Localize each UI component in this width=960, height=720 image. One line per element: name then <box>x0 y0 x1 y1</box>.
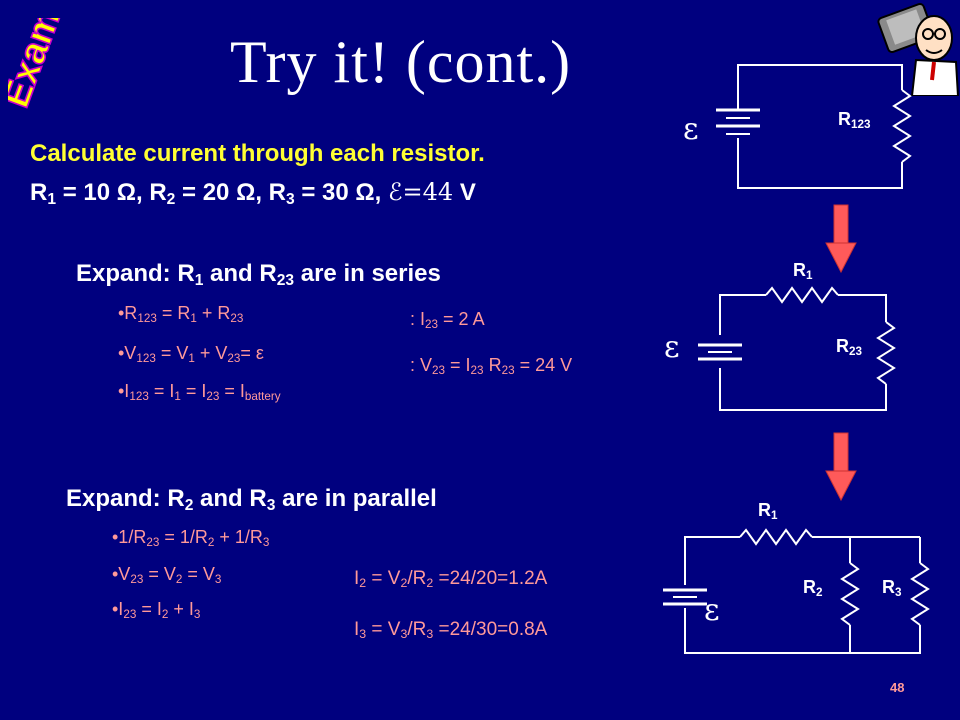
current-i3: I3 = V3/R3 =24/30=0.8A <box>354 619 548 642</box>
series-result-current: : I23 = 2 A <box>410 309 485 331</box>
resistor-label-r23: R23 <box>836 336 863 358</box>
instruction-text: Calculate current through each resistor. <box>30 140 485 167</box>
resistor-label-r3: R3 <box>882 577 902 599</box>
series-heading: Expand: R1 and R23 are in series <box>76 260 441 289</box>
circuit-2 <box>698 286 896 411</box>
given-values: R1 = 10 Ω, R2 = 20 Ω, R3 = 30 Ω, ℰ=44 V <box>30 178 476 208</box>
resistor-label-r123: R123 <box>838 109 871 131</box>
down-arrow <box>825 432 857 502</box>
down-arrow <box>825 204 857 274</box>
series-bullet: •R123 = R1 + R23 <box>118 303 244 325</box>
resistor-label-r2: R2 <box>803 577 823 599</box>
series-result-voltage: : V23 = I23 R23 = 24 V <box>410 355 573 377</box>
emf-symbol: ε <box>704 593 720 628</box>
series-bullet: •V123 = V1 + V23= ε <box>118 343 264 365</box>
resistor-label-r1: R1 <box>758 500 778 522</box>
example-badge: Example <box>8 18 89 114</box>
page-title: Try it! (cont.) <box>230 29 572 95</box>
resistor-label-r1: R1 <box>793 260 813 282</box>
parallel-bullet: •V23 = V2 = V3 <box>112 564 222 586</box>
circuit-3 <box>663 528 930 654</box>
series-bullet: •I123 = I1 = I23 = Ibattery <box>118 381 281 403</box>
parallel-bullet: •I23 = I2 + I3 <box>112 599 201 621</box>
emf-symbol: ε <box>664 330 680 365</box>
circuit-1 <box>716 64 912 189</box>
current-i2: I2 = V2/R2 =24/20=1.2A <box>354 568 548 591</box>
parallel-bullet: •1/R23 = 1/R2 + 1/R3 <box>112 527 270 549</box>
parallel-heading: Expand: R2 and R3 are in parallel <box>66 485 437 514</box>
emf-symbol: ε <box>683 112 699 147</box>
page-number: 48 <box>890 680 905 695</box>
person-reading-clipart <box>877 3 960 96</box>
